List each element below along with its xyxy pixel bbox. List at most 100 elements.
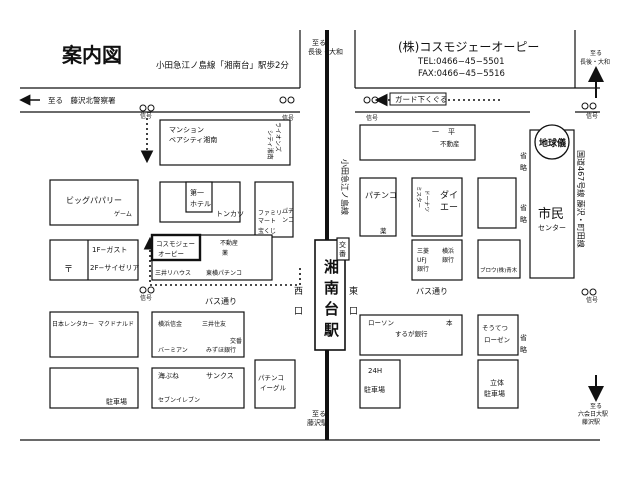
building-label: 平 [448,128,455,136]
building-label: ドーナツ [423,190,430,212]
block [477,359,519,409]
building-label: ブロウ(株)青木 [480,266,518,274]
access-info: 小田急江ノ島線「湘南台」駅歩2分 [156,60,289,71]
building-label: パチンコ [365,191,397,200]
building-label: 薬 [380,226,387,235]
destination-label: コスモジェー [156,240,195,248]
building-label: みずほ銀行 [206,346,236,354]
direction-left-label: 至る 藤沢北警察署 [48,95,116,105]
building-label: マート [258,218,276,225]
omission-label: 省 [520,203,527,212]
building-label: イーグル [260,383,287,392]
building-label: 横浜信金 [158,320,182,328]
building-label: 薬 [222,249,228,257]
block [477,239,521,279]
building-label: ダイ [440,189,458,201]
svg-text:信号: 信号 [140,112,152,120]
traffic-signal-icon: 信号 [279,96,295,122]
traffic-signal-icon: 信号 [581,288,598,304]
direction-bottomright-label: 至る [590,403,602,410]
building-label: 2F−サイゼリア [90,263,139,272]
building-label: そうてつ [482,324,508,332]
company-fax: FAX:0466−45−5516 [418,69,505,79]
svg-text:信号: 信号 [282,114,294,122]
west-exit: 西 [294,286,303,297]
svg-text:信号: 信号 [586,112,598,120]
block [151,367,245,409]
company-name: (株)コスモジェーオーピー [398,39,539,54]
station-name: 駅 [323,321,340,339]
east-exit: 口 [349,307,358,317]
block [159,119,291,166]
building-label: 本 [446,318,453,327]
building-label: ローゼン [484,335,510,344]
building-label: 市民 [538,206,564,222]
map-title: 案内図 [61,43,122,67]
omission-label: 略 [520,163,527,172]
building-label: 駐車場 [106,397,127,406]
company-tel: TEL:0466−45−5501 [417,57,505,67]
traffic-signal-icon: 信号 [581,102,598,120]
building-label: エー [440,203,458,213]
building-label: 駐車場 [484,389,505,398]
station-name: 台 [324,300,339,318]
direction-bottom-label: 藤沢駅 [307,418,328,427]
building-label: 横浜 [442,247,454,255]
block [49,179,139,226]
destination-box [150,233,202,262]
building-label: UFJ [417,257,427,264]
building-label: 第一 [190,188,204,197]
block [49,239,139,281]
route-path [143,236,301,286]
building-label: 立体 [490,378,504,387]
block [359,177,397,237]
building-label: 地球儀 [539,137,566,149]
road-label: 国道467号線 藤沢・町田線 [576,150,586,248]
building-label: 銀行 [417,265,429,273]
building-label: パチンコ [258,374,284,382]
building-label: トンカツ [216,210,244,218]
building-label: するが銀行 [395,329,428,338]
building-label: ローソン [368,319,394,327]
omission-label: 略 [520,345,527,354]
building-label: マクドナルド [98,321,134,328]
building-label: センター [538,223,566,232]
building-label: 交番 [230,337,242,345]
direction-bottomright-label: 六会日大駅 [578,410,608,418]
building-label: 日本レンタカー [52,320,94,328]
block [49,311,139,358]
building-label: ビッグパパリー [66,195,122,205]
omission-label: 省 [520,151,527,160]
direction-top-label: 至る [312,39,326,47]
building-label: 銀行 [442,256,454,264]
building-label: サンクス [206,372,234,380]
direction-topright-label: 至る [590,50,602,57]
building-label: 1F−ガスト [92,245,127,254]
block [359,124,476,161]
building-label: 三井住友 [202,320,226,328]
railway-label: 小田急江ノ島線 [340,159,350,215]
svg-text:信号: 信号 [140,294,152,302]
building-label: ンコ [282,217,294,224]
block [254,359,296,409]
svg-text:信号: 信号 [366,114,378,122]
svg-text:信号: 信号 [586,296,598,304]
omission-label: 省 [520,333,527,342]
traffic-signal-icon: 信号 [139,286,155,302]
block [477,314,519,356]
company-box [383,32,555,98]
direction-bottomright-label: 藤沢駅 [582,418,600,426]
building-label: 24H [368,367,382,375]
road-label: バス通り [416,286,448,296]
building-label: バーミアン [158,347,188,354]
block [411,177,463,237]
building-label: 一 [432,128,439,136]
omission-label: 略 [520,215,527,224]
building-label: 不動産 [440,139,460,148]
block [185,181,213,213]
building-label: ベアシティ湘南 [169,135,217,144]
east-exit: 東 [349,285,358,297]
post-office-icon: 〒 [64,265,73,275]
guard-label-box [389,92,447,106]
